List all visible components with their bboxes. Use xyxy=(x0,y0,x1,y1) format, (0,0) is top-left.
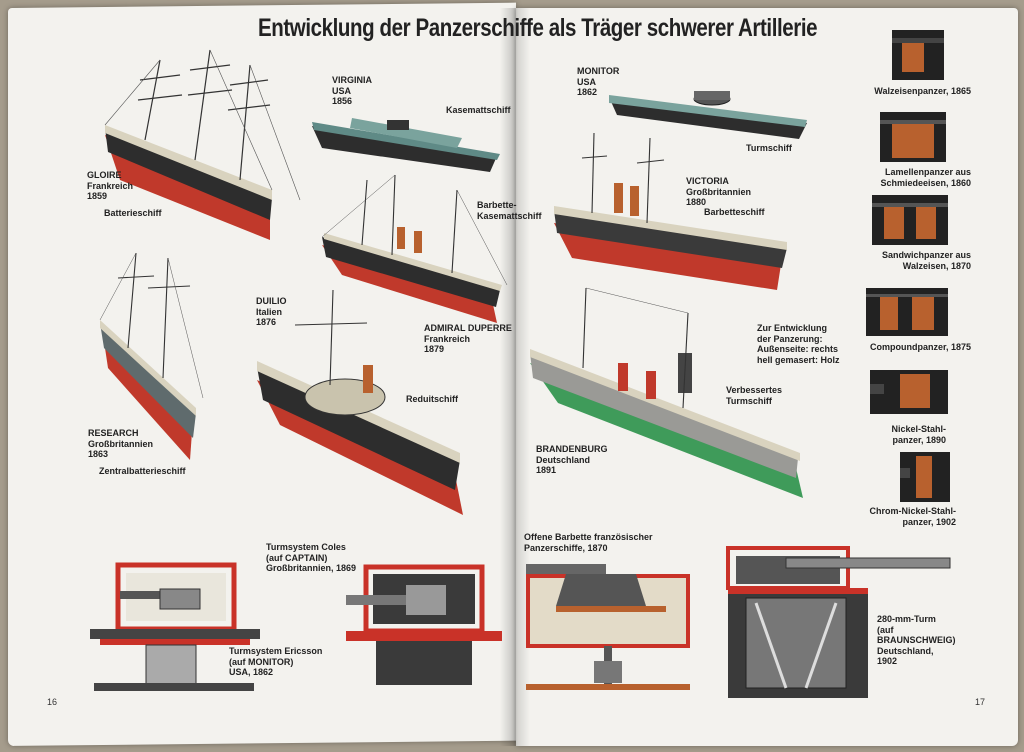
page-number-right: 17 xyxy=(975,697,986,707)
armor-label-2: Lamellenpanzer aus Schmiedeeisen, 1860 xyxy=(880,167,971,188)
ship-duilio-name: DUILIO Italien 1876 xyxy=(256,296,287,327)
ship-research-illustration xyxy=(99,252,204,460)
turret-coles-label: Turmsystem Coles (auf CAPTAIN) Großbrita… xyxy=(266,542,357,573)
ship-victoria-name: VICTORIA Großbritannien 1880 xyxy=(686,176,751,207)
ship-gloire-illustration xyxy=(104,49,301,240)
ship-monitor-name: MONITOR USA 1862 xyxy=(577,66,620,97)
armor-label-6: Chrom-Nickel-Stahl- panzer, 1902 xyxy=(869,506,956,527)
ship-monitor-illustration xyxy=(609,91,807,139)
ship-research-type: Zentralbatterieschiff xyxy=(99,466,186,476)
armor-sample-icon-1 xyxy=(892,30,944,80)
armor-sample-icon-3 xyxy=(872,195,948,245)
ship-victoria-illustration xyxy=(554,132,787,290)
ship-barbette-kasematt-type: Barbette- Kasemattschiff xyxy=(477,200,542,221)
turret-braunschweig-illustration xyxy=(726,546,951,698)
armor-label-4: Compoundpanzer, 1875 xyxy=(869,342,971,352)
turret-barbette-illustration xyxy=(526,564,690,690)
ship-duilio-illustration xyxy=(257,289,463,515)
turret-braunschweig-label: 280-mm-Turm (auf BRAUNSCHWEIG) Deutschla… xyxy=(877,614,956,666)
ship-brandenburg-name: BRANDENBURG Deutschland 1891 xyxy=(536,444,608,475)
page-title: Entwicklung der Panzerschiffe als Träger… xyxy=(258,14,818,42)
armor-label-5: Nickel-Stahl- panzer, 1890 xyxy=(891,424,946,445)
ship-victoria-type: Barbetteschiff xyxy=(704,207,765,217)
armor-sample-icon-4 xyxy=(866,288,948,336)
ship-admiral-duperre-illustration xyxy=(321,174,508,323)
turret-ericsson-label: Turmsystem Ericsson (auf MONITOR) USA, 1… xyxy=(229,646,323,677)
ship-brandenburg-type: Verbessertes Turmschiff xyxy=(726,385,783,406)
ship-monitor-type: Turmschiff xyxy=(746,143,792,153)
armor-label-1: Walzeisenpanzer, 1865 xyxy=(874,86,971,96)
ship-virginia-type: Kasemattschiff xyxy=(446,105,511,115)
turret-barbette-label: Offene Barbette französischer Panzerschi… xyxy=(524,532,653,553)
ship-brandenburg-illustration xyxy=(530,287,803,498)
ship-research-name: RESEARCH Großbritannien 1863 xyxy=(88,428,153,459)
armor-note: Zur Entwicklung der Panzerung: Außenseit… xyxy=(757,323,840,365)
ship-duilio-type: Reduitschiff xyxy=(406,394,459,404)
turret-coles-illustration xyxy=(346,564,502,685)
armor-sample-icon-2 xyxy=(880,112,946,162)
armor-label-3: Sandwichpanzer aus Walzeisen, 1870 xyxy=(881,250,971,271)
ship-virginia-name: VIRGINIA USA 1856 xyxy=(332,75,373,106)
page-number-left: 16 xyxy=(47,697,58,707)
ship-admiral-duperre-name: ADMIRAL DUPERRE Frankreich 1879 xyxy=(424,323,512,354)
turret-ericsson-illustration xyxy=(90,562,260,691)
armor-sample-icon-6 xyxy=(900,452,950,502)
armor-sample-icon-5 xyxy=(870,370,948,414)
ship-gloire-type: Batterieschiff xyxy=(104,208,162,218)
ship-gloire-name: GLOIRE Frankreich 1859 xyxy=(87,170,134,201)
ship-virginia-illustration xyxy=(312,118,500,172)
